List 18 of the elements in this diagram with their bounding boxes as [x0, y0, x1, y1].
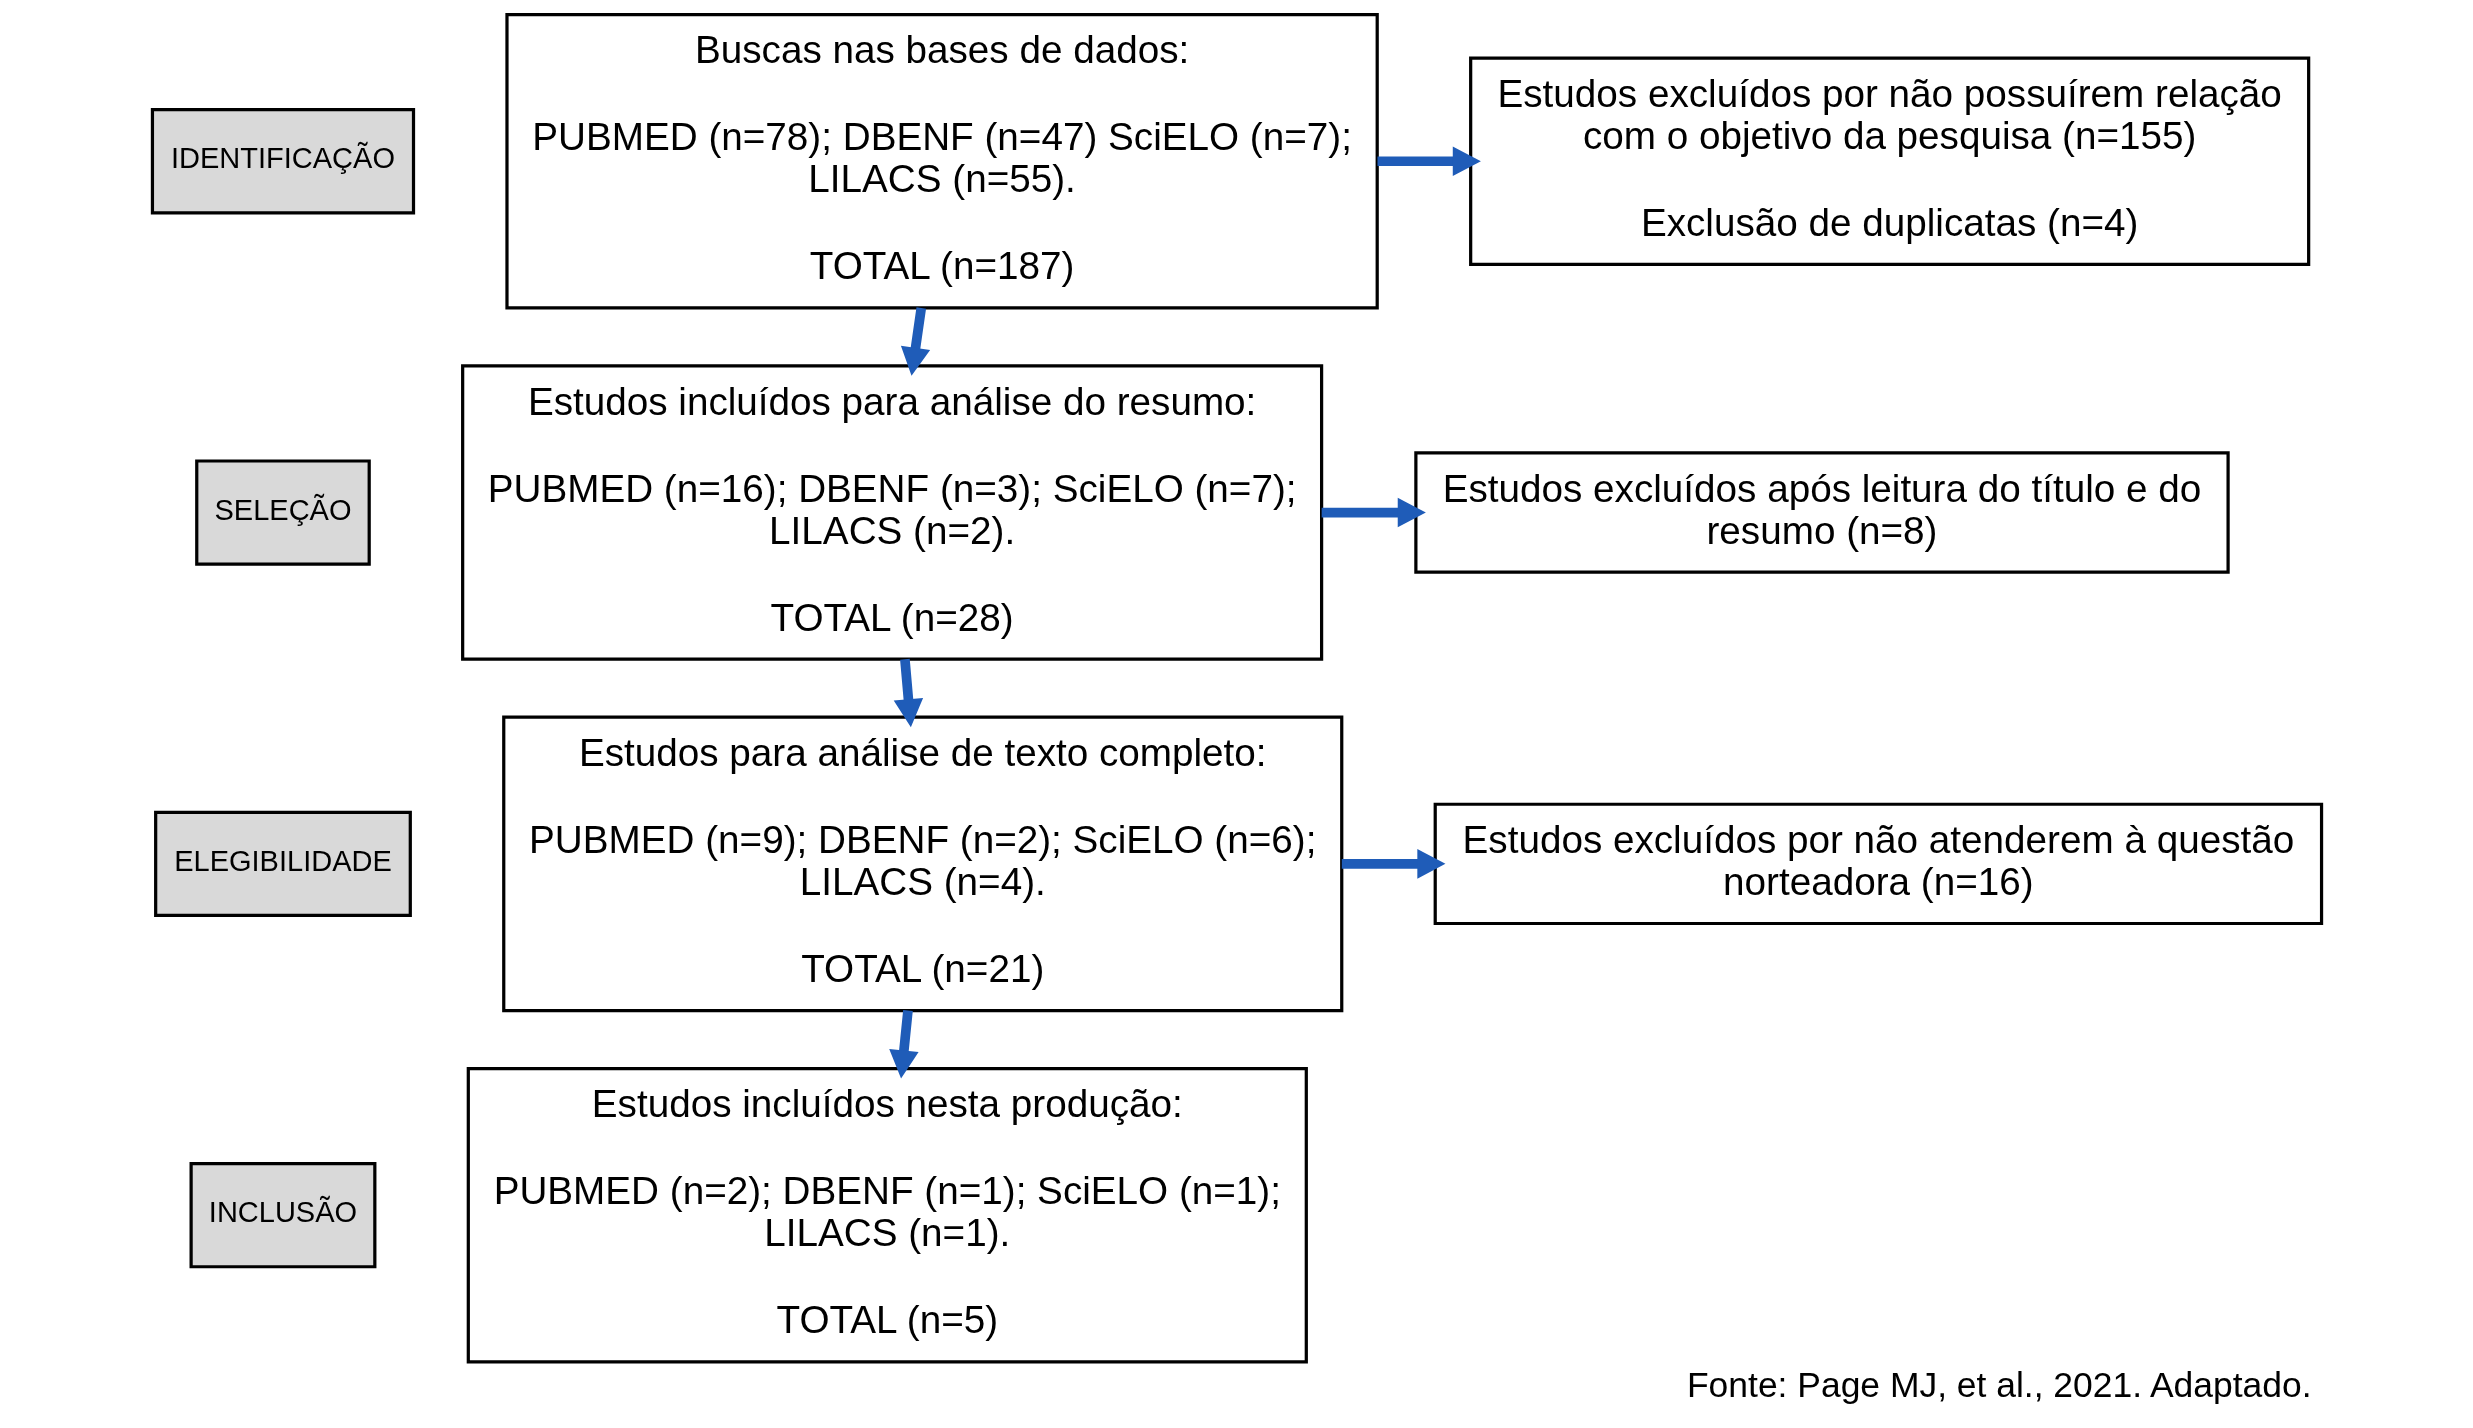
node-box: ELEGIBILIDADE: [153, 810, 412, 918]
node-box: IDENTIFICAÇÃO: [150, 108, 415, 215]
node-box: Buscas nas bases de dados: PUBMED (n=78); DBENF (n=47) SciELO (n=7); LILACS (n=55). TOTAL (n=187): [504, 13, 1379, 310]
arrow: [893, 658, 923, 728]
node-box: Estudos excluídos por não atenderem à questão norteadora (n=16): [1433, 802, 2323, 926]
arrow: [888, 1010, 919, 1079]
arrow: [1321, 497, 1426, 528]
node-box: Estudos para análise de texto completo: PUBMED (n=9); DBENF (n=2); SciELO (n=6); LILACS (n=4). TOTAL (n=21): [501, 715, 1343, 1013]
node-box: INCLUSÃO: [189, 1162, 376, 1269]
node-box: Estudos incluídos nesta produção: PUBMED (n=2); DBENF (n=1); SciELO (n=1); LILACS (n=1). TOTAL (n=5): [466, 1066, 1308, 1364]
node-box: Estudos incluídos para análise do resumo: PUBMED (n=16); DBENF (n=3); SciELO (n=7); LILACS (n=2). TOTAL (n=28): [460, 364, 1323, 661]
node-box: SELEÇÃO: [194, 459, 371, 566]
arrow: [1341, 849, 1445, 879]
caption: Fonte: Page MJ, et al., 2021. Adaptado.: [1686, 1364, 2312, 1405]
arrow: [900, 307, 930, 376]
arrow: [1377, 146, 1481, 177]
node-box: Estudos excluídos após leitura do título e do resumo (n=8): [1413, 451, 2230, 574]
node-box: Estudos excluídos por não possuírem relação com o objetivo da pesquisa (n=155) Exclusão de duplicatas (n=4): [1468, 56, 2310, 266]
